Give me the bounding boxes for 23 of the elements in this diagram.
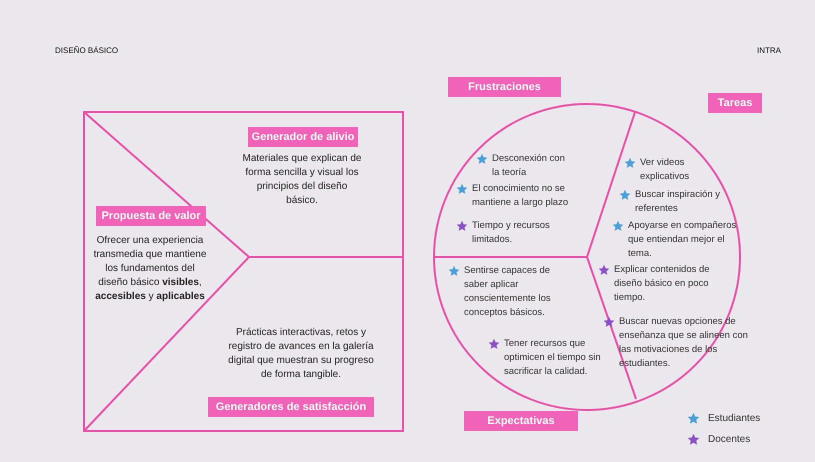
section-heading: Expectativas	[464, 411, 578, 431]
description-text: Prácticas interactivas, retos y registro de avances en la galería digital que muestran su progreso de forma tangible.	[227, 326, 375, 382]
list-item-text: Desconexión con la teoría	[492, 152, 566, 180]
list-item-text: Sentirse capaces de saber aplicar conscientemente los conceptos básicos.	[464, 264, 552, 320]
list-item-text: Tener recursos que optimicen el tiempo sin sacrificar la calidad.	[504, 337, 602, 379]
legend-label: Estudiantes	[708, 412, 760, 426]
list-item-text: Explicar contenidos de diseño básico en poco tiempo.	[614, 263, 711, 305]
legend-label: Docentes	[708, 433, 750, 447]
list-item-text: Ver videos explicativos	[640, 156, 690, 184]
canvas-frame	[83, 111, 404, 432]
section-heading: Generador de alivio	[248, 127, 358, 147]
header-text: INTRA	[757, 45, 782, 57]
section-heading: Generadores de satisfacción	[208, 397, 374, 417]
list-item-text: Buscar inspiración y referentes	[635, 188, 722, 216]
list-item-text: Apoyarse en compañeros que entiendan mejor el tema.	[628, 219, 738, 261]
section-heading: Propuesta de valor	[96, 206, 206, 226]
list-item-text: Tiempo y recursos limitados.	[472, 219, 551, 247]
section-heading: Frustraciones	[448, 77, 561, 97]
section-heading: Tareas	[708, 93, 762, 113]
description-text: Ofrecer una experiencia transmedia que mantiene los fundamentos del diseño básico visibles, accesibles y aplicables	[92, 234, 208, 304]
description-text: Materiales que explican de forma sencilla y visual los principios del diseño básico.	[242, 152, 362, 208]
header-text: DISEÑO BÁSICO	[55, 45, 120, 57]
list-item-text: El conocimiento no se mantiene a largo plazo	[472, 182, 570, 210]
